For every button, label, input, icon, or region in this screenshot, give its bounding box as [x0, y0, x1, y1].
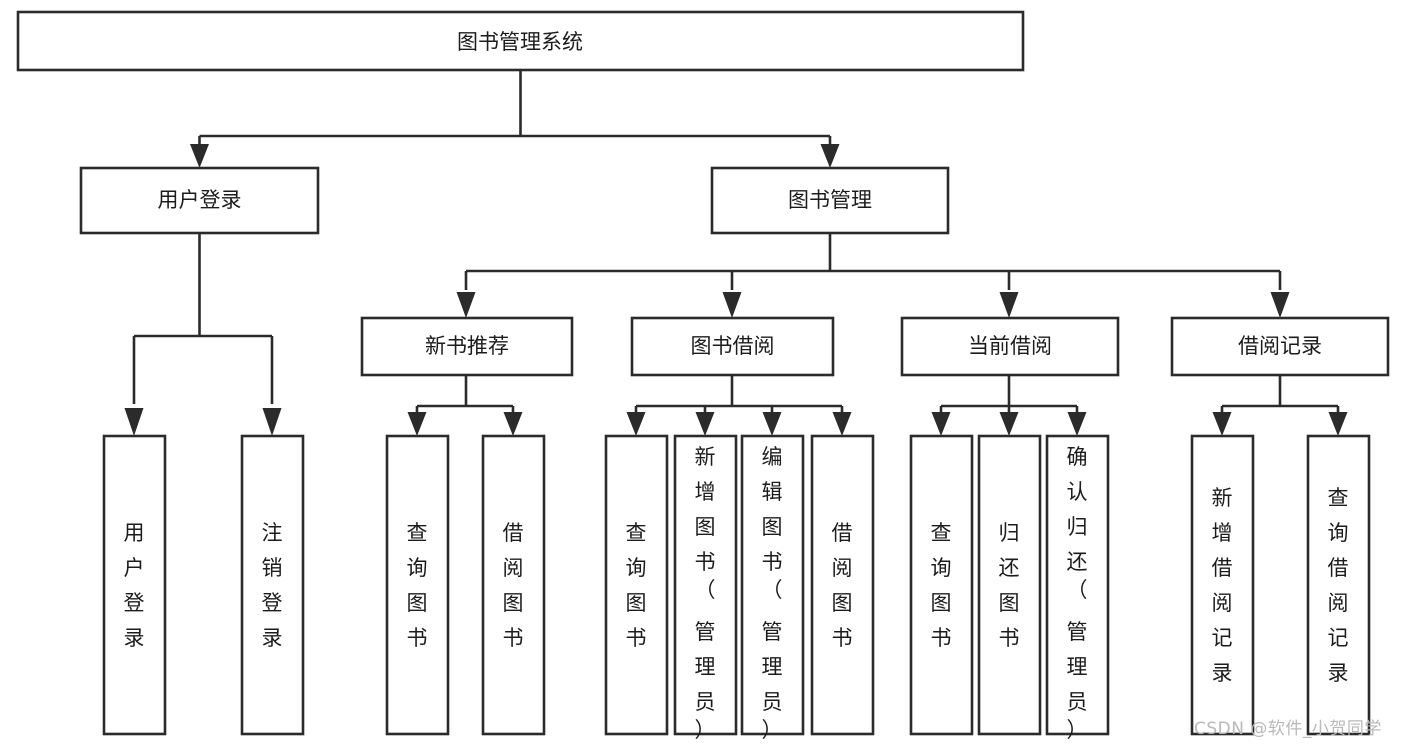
node-root[interactable]: 图书管理系统	[16, 10, 1025, 72]
node-book-borrow-box[interactable]	[630, 316, 835, 377]
arrow-head-to-new-book-rec	[456, 292, 476, 318]
arrow-head-to-current-borrow	[999, 292, 1019, 318]
connector-group-book-borrow	[626, 375, 852, 436]
node-leaf-label: 查询借阅记录	[1328, 486, 1349, 685]
node-leaf-box[interactable]	[810, 434, 875, 736]
node-leaf-box[interactable]	[673, 434, 738, 736]
arrow-head-leaf-10	[999, 412, 1019, 436]
node-new-book-rec[interactable]: 新书推荐	[360, 316, 574, 377]
node-book-manage-label: 图书管理	[788, 188, 872, 212]
node-leaf-borrow-book-2[interactable]: 借阅图书	[810, 434, 875, 736]
node-leaf-label: 编辑图书（管理员）	[762, 445, 783, 742]
node-leaf-label: 确认归还（管理员）	[1067, 445, 1088, 742]
node-leaf-box[interactable]	[740, 434, 805, 736]
node-leaf-box[interactable]	[977, 434, 1042, 736]
node-borrow-record-label: 借阅记录	[1238, 334, 1322, 358]
node-user-login-label: 用户登录	[158, 188, 242, 212]
node-root-box[interactable]	[16, 10, 1025, 72]
node-leaf-query-book-2[interactable]: 查询图书	[604, 434, 669, 736]
arrow-head-leaf-2	[262, 408, 282, 436]
node-new-book-rec-box[interactable]	[360, 316, 574, 377]
node-leaf-box[interactable]	[1306, 434, 1371, 736]
connector-group-user-login	[124, 233, 282, 436]
node-user-login-box[interactable]	[79, 166, 320, 235]
node-book-manage[interactable]: 图书管理	[710, 166, 950, 235]
arrow-head-leaf-12	[1212, 412, 1232, 436]
connector-group-current-borrow	[931, 375, 1087, 436]
node-leaf-label: 用户登录	[124, 521, 145, 650]
node-leaf-box[interactable]	[481, 434, 546, 736]
node-leaf-query-book-1[interactable]: 查询图书	[385, 434, 450, 736]
node-borrow-record[interactable]: 借阅记录	[1170, 316, 1390, 377]
arrow-head-leaf-4	[503, 412, 523, 436]
node-book-manage-box[interactable]	[710, 166, 950, 235]
node-leaf-label: 注销登录	[262, 521, 283, 650]
node-leaf-query-record[interactable]: 查询借阅记录	[1306, 434, 1371, 736]
node-leaf-return-book[interactable]: 归还图书	[977, 434, 1042, 736]
node-leaf-query-book-3[interactable]: 查询图书	[909, 434, 974, 736]
node-leaf-label: 借阅图书	[503, 521, 524, 650]
arrow-head-to-borrow-record	[1270, 292, 1290, 318]
arrow-head-to-user-login	[190, 144, 209, 168]
node-leaf-box[interactable]	[102, 434, 167, 736]
node-leaf-confirm-return[interactable]: 确认归还（管理员）	[1045, 434, 1110, 742]
node-leaf-label: 借阅图书	[832, 521, 853, 650]
node-leaf-box[interactable]	[604, 434, 669, 736]
arrow-head-leaf-5	[626, 412, 646, 436]
arrow-head-leaf-9	[931, 412, 951, 436]
node-leaf-label: 查询图书	[407, 521, 428, 650]
connector-group-new-book-rec	[407, 375, 523, 436]
node-book-borrow-label: 图书借阅	[691, 334, 775, 358]
arrow-head-leaf-13	[1328, 412, 1348, 436]
connector-group-borrow-record	[1212, 375, 1348, 436]
node-leaf-add-book[interactable]: 新增图书（管理员）	[673, 434, 738, 742]
node-leaf-user-login[interactable]: 用户登录	[102, 434, 167, 736]
node-leaf-label: 新增图书（管理员）	[695, 445, 716, 742]
node-leaf-label: 新增借阅记录	[1212, 486, 1233, 685]
connector-group-root	[190, 70, 840, 168]
connector-group-book-manage	[456, 233, 1290, 318]
arrow-head-to-book-borrow	[722, 292, 742, 318]
node-leaf-box[interactable]	[1190, 434, 1255, 736]
arrow-head-leaf-11	[1067, 412, 1087, 436]
node-book-borrow[interactable]: 图书借阅	[630, 316, 835, 377]
arrow-head-leaf-6	[695, 412, 715, 436]
arrow-head-leaf-8	[832, 412, 852, 436]
node-leaf-box[interactable]	[385, 434, 450, 736]
arrow-head-to-book-manage	[820, 144, 840, 168]
node-leaf-box[interactable]	[1045, 434, 1110, 736]
node-borrow-record-box[interactable]	[1170, 316, 1390, 377]
node-user-login[interactable]: 用户登录	[79, 166, 320, 235]
arrow-head-leaf-3	[407, 412, 427, 436]
node-root-label: 图书管理系统	[457, 30, 583, 54]
node-leaf-borrow-book-1[interactable]: 借阅图书	[481, 434, 546, 736]
node-current-borrow[interactable]: 当前借阅	[900, 316, 1120, 377]
arrow-head-leaf-7	[762, 412, 782, 436]
node-current-borrow-box[interactable]	[900, 316, 1120, 377]
node-leaf-add-record[interactable]: 新增借阅记录	[1190, 434, 1255, 736]
node-leaf-label: 查询图书	[931, 521, 952, 650]
node-leaf-box[interactable]	[240, 434, 305, 736]
node-leaf-label: 查询图书	[626, 521, 647, 650]
node-leaf-edit-book[interactable]: 编辑图书（管理员）	[740, 434, 805, 742]
node-current-borrow-label: 当前借阅	[968, 334, 1052, 358]
arrow-head-leaf-1	[124, 408, 144, 436]
node-leaf-logout[interactable]: 注销登录	[240, 434, 305, 736]
node-leaf-box[interactable]	[909, 434, 974, 736]
node-new-book-rec-label: 新书推荐	[425, 334, 509, 358]
node-leaf-label: 归还图书	[999, 521, 1020, 650]
